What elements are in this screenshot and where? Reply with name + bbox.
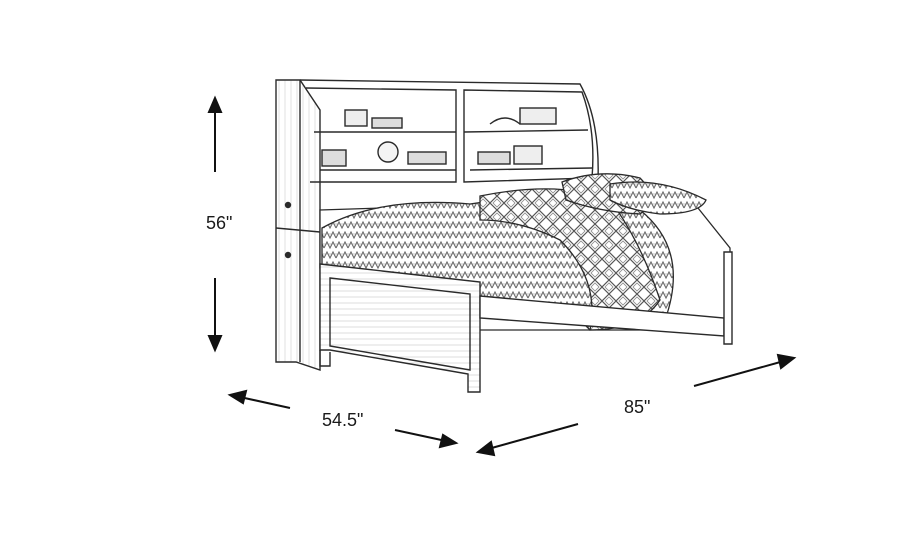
width-arrow bbox=[227, 389, 459, 449]
height-dimension-label: 56" bbox=[206, 213, 233, 233]
length-dimension-label: 85" bbox=[624, 397, 651, 417]
width-dimension-label: 54.5" bbox=[322, 410, 364, 430]
bookcase-headboard bbox=[275, 79, 599, 371]
height-arrow bbox=[207, 95, 223, 353]
daybed-frame bbox=[319, 251, 733, 393]
length-arrow bbox=[475, 353, 797, 457]
